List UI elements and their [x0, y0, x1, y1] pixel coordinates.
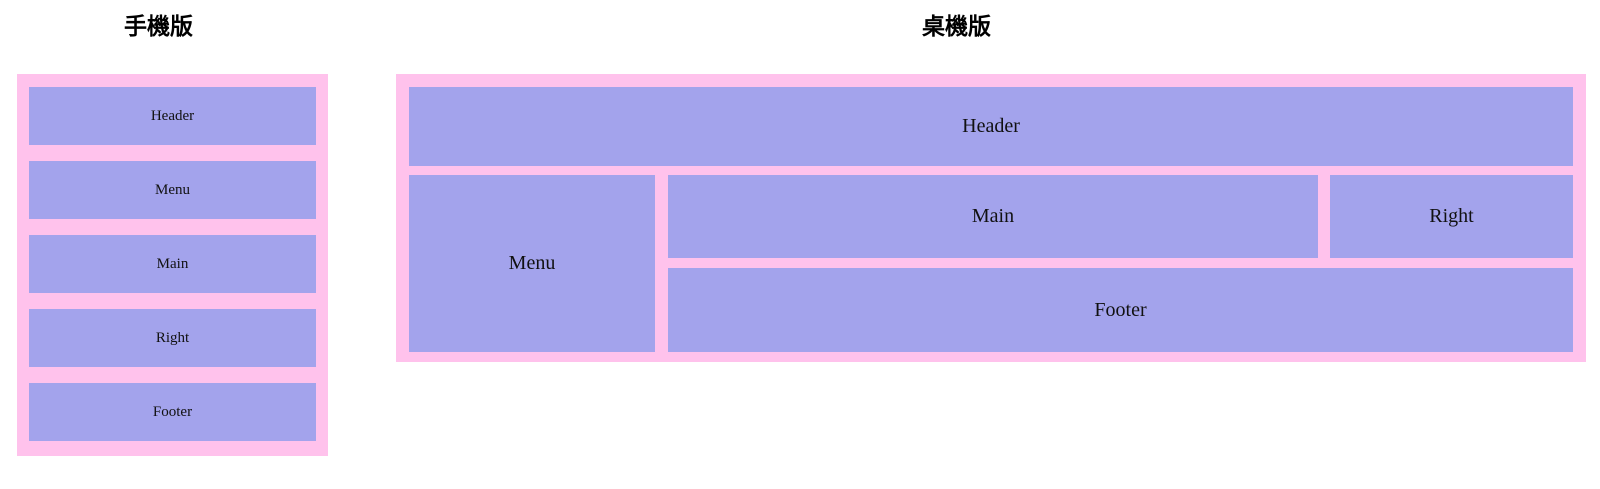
desktop-region-header: Header	[409, 87, 1573, 166]
desktop-region-right: Right	[1330, 175, 1573, 258]
desktop-region-menu-label: Menu	[508, 252, 556, 274]
mobile-region-right: Right	[29, 309, 316, 367]
mobile-region-menu: Menu	[29, 161, 316, 219]
mobile-region-right-label: Right	[155, 329, 190, 346]
mobile-title: 手機版	[124, 14, 193, 40]
mobile-layout-frame: Header Menu Main Right Footer	[17, 74, 328, 456]
mobile-region-main: Main	[29, 235, 316, 293]
desktop-region-footer: Footer	[668, 268, 1573, 352]
desktop-region-footer-label: Footer	[1094, 298, 1147, 321]
mobile-region-footer-label: Footer	[152, 403, 193, 420]
desktop-region-menu: Menu	[409, 175, 655, 352]
desktop-region-header-label: Header	[962, 115, 1020, 137]
mobile-region-header: Header	[29, 87, 316, 145]
desktop-region-main: Main	[668, 175, 1318, 258]
mobile-region-footer: Footer	[29, 383, 316, 441]
mobile-region-header-label: Header	[150, 107, 195, 124]
mobile-region-menu-label: Menu	[155, 181, 190, 198]
mobile-region-main-label: Main	[156, 255, 189, 272]
desktop-title: 桌機版	[922, 14, 991, 40]
desktop-region-right-label: Right	[1429, 205, 1474, 227]
desktop-region-main-label: Main	[971, 205, 1015, 227]
desktop-layout-frame: Header Menu Main Right Footer	[396, 74, 1586, 362]
